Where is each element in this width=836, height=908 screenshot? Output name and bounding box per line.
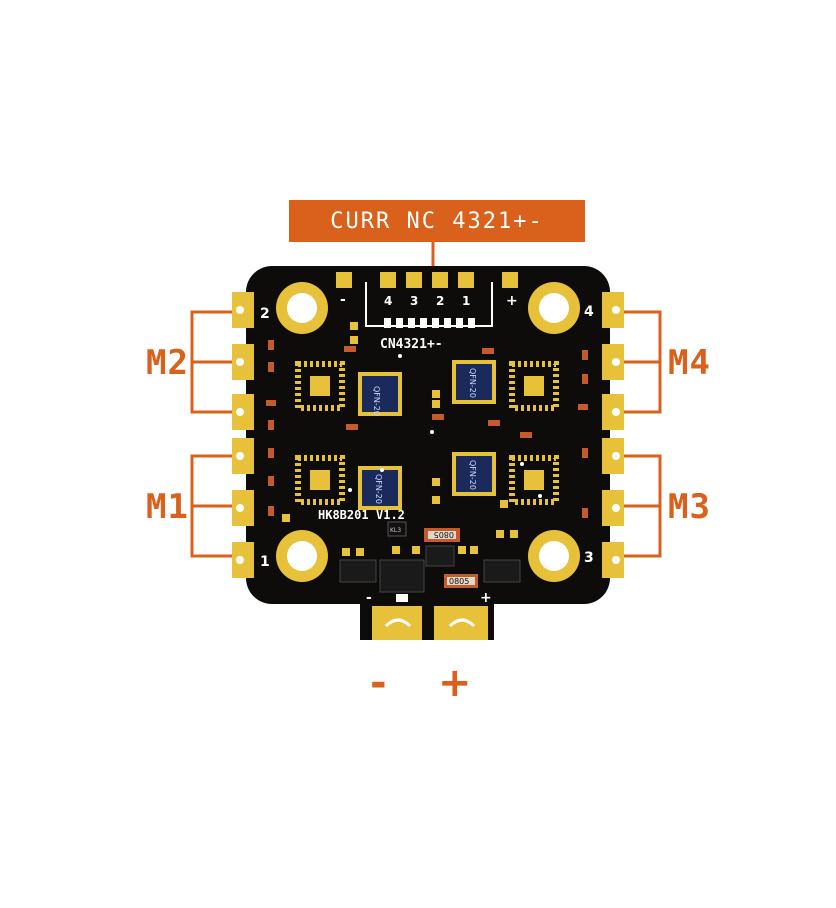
svg-text:0805: 0805 [449,577,469,586]
corner-number-3: 3 [584,550,594,566]
corner-number-2: 2 [260,306,270,322]
qfn-chip-br: QFN-20 [452,452,496,496]
svg-text:QFN-20: QFN-20 [372,386,381,416]
connector-pin-minus: - [340,292,346,308]
connector-pin-1: 1 [462,294,470,308]
connector-label: CN4321+- [380,337,443,352]
connector-pin-plus: + [506,293,518,309]
resistor-0805-bottom: 0805 [444,574,478,588]
power-negative-label: - [370,660,387,706]
pad-minus-silk: - [366,590,372,606]
svg-text:KL3: KL3 [390,527,401,534]
power-positive-label: + [438,660,472,706]
board-version: V1.2 [376,508,405,522]
connector-pin-3: 3 [410,294,418,308]
small-part-kl3: KL3 [387,521,407,537]
svg-text:QFN-20: QFN-20 [374,474,383,504]
connector-pin-2: 2 [436,294,444,308]
corner-number-4: 4 [584,304,594,320]
motor-pad-holes-right [612,306,620,564]
power-pads: - + [366,590,492,640]
connector-callout-banner: CURR NC 4321+- [289,200,585,242]
motor-label-m1: M1 [146,487,189,527]
top-connector: - 4 3 2 1 + CN4321+- [336,272,518,352]
qfn-chip-bl: QFN-20 [358,466,402,510]
connector-pin-4: 4 [384,294,392,308]
smd-components: 0805 0805 KL3 [266,322,588,602]
driver-footprints [295,361,559,505]
motor-brackets [190,310,662,558]
pad-plus-silk: + [480,590,492,606]
qfn-chips: QFN-20 QFN-20 QFN-20 QFN-20 [358,360,496,510]
motor-label-m3: M3 [668,487,711,527]
motor-label-m4: M4 [668,343,711,383]
resistor-0805-top: 0805 [424,528,460,542]
motor-label-m2: M2 [146,343,189,383]
svg-text:QFN-20: QFN-20 [468,460,477,490]
qfn-chip-tr: QFN-20 [452,360,496,404]
svg-text:QFN-20: QFN-20 [468,368,477,398]
qfn-chip-tl: QFN-20 [358,372,402,416]
board-model: HK8B201 [318,508,369,522]
power-mosfets [339,545,521,602]
motor-pad-holes-left [236,306,244,564]
mounting-holes [276,282,580,582]
corner-number-1: 1 [260,554,270,570]
svg-text:0805: 0805 [434,530,454,539]
